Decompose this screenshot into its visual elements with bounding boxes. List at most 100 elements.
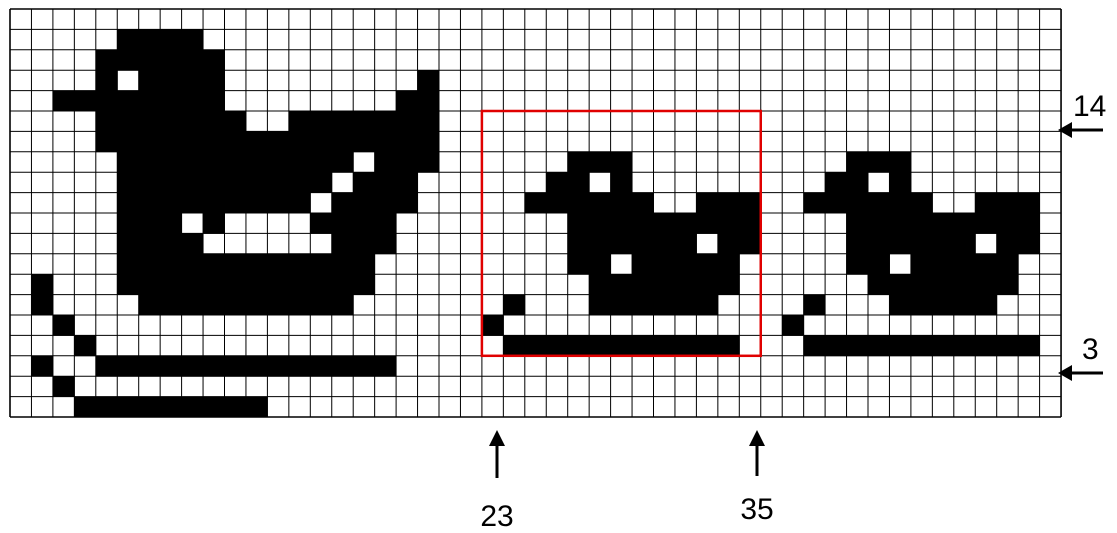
filled-cell [353, 213, 375, 234]
filled-cell [267, 274, 289, 295]
filled-cell [117, 91, 139, 112]
filled-cell [117, 131, 139, 152]
filled-cell [267, 131, 289, 152]
filled-cell [589, 254, 611, 275]
filled-cell [589, 233, 611, 254]
filled-cell [975, 335, 997, 356]
filled-cell [310, 213, 332, 234]
filled-cell [632, 254, 654, 275]
filled-cell [932, 295, 954, 316]
filled-cell [117, 152, 139, 173]
filled-cell [139, 295, 161, 316]
filled-cell [225, 193, 247, 214]
filled-cell [396, 152, 418, 173]
filled-cell [375, 152, 397, 173]
filled-cell [589, 193, 611, 214]
filled-cell [911, 213, 933, 234]
filled-cell [954, 335, 976, 356]
filled-cell [997, 213, 1019, 234]
filled-cell [182, 193, 204, 214]
filled-cell [182, 111, 204, 132]
filled-cell [139, 29, 161, 50]
filled-cell [203, 213, 225, 234]
filled-cell [203, 172, 225, 193]
filled-cell [96, 397, 118, 418]
filled-cell [568, 233, 590, 254]
filled-cell [117, 254, 139, 275]
filled-cell [589, 152, 611, 173]
filled-cell [182, 152, 204, 173]
filled-cell [182, 254, 204, 275]
filled-cell [632, 295, 654, 316]
col-marker-left: 23 [480, 430, 513, 533]
filled-cell [718, 193, 740, 214]
filled-cell [353, 172, 375, 193]
filled-cell [289, 193, 311, 214]
filled-cell [396, 91, 418, 112]
filled-cell [289, 172, 311, 193]
filled-cell [96, 70, 118, 91]
filled-cell [332, 152, 354, 173]
filled-cell [96, 356, 118, 377]
row-marker-top: 14 [1058, 90, 1106, 138]
filled-cell [889, 193, 911, 214]
filled-cell [310, 356, 332, 377]
filled-cell [160, 356, 182, 377]
filled-cell [418, 91, 440, 112]
filled-cell [203, 50, 225, 71]
filled-cell [203, 295, 225, 316]
filled-cell [911, 254, 933, 275]
filled-cell [117, 111, 139, 132]
filled-cell [589, 295, 611, 316]
filled-cell [203, 254, 225, 275]
filled-cell [997, 233, 1019, 254]
filled-cell [739, 233, 761, 254]
filled-cell [589, 213, 611, 234]
filled-cell [160, 213, 182, 234]
filled-cell [632, 193, 654, 214]
filled-cell [117, 50, 139, 71]
filled-cell [139, 172, 161, 193]
filled-cell [182, 274, 204, 295]
filled-cell [246, 254, 268, 275]
filled-cell [975, 193, 997, 214]
filled-cell [932, 213, 954, 234]
filled-cell [954, 213, 976, 234]
filled-cell [696, 254, 718, 275]
filled-cell [675, 335, 697, 356]
filled-cell [654, 213, 676, 234]
filled-cell [117, 233, 139, 254]
filled-cell [997, 274, 1019, 295]
filled-cell [847, 335, 869, 356]
filled-cell [589, 335, 611, 356]
filled-cell [889, 172, 911, 193]
filled-cell [889, 335, 911, 356]
filled-cell [868, 254, 890, 275]
filled-cell [654, 335, 676, 356]
filled-cell [203, 111, 225, 132]
filled-cell [96, 111, 118, 132]
filled-cell [117, 193, 139, 214]
col-left-label: 23 [480, 500, 513, 533]
filled-cell [675, 274, 697, 295]
filled-cell [375, 233, 397, 254]
filled-cell [1018, 213, 1040, 234]
filled-cell [225, 254, 247, 275]
filled-cell [375, 193, 397, 214]
filled-cell [632, 335, 654, 356]
filled-cell [246, 274, 268, 295]
filled-cell [246, 295, 268, 316]
filled-cell [289, 295, 311, 316]
filled-cell [332, 295, 354, 316]
row-marker-bottom: 3 [1058, 333, 1103, 381]
filled-cell [225, 397, 247, 418]
filled-cell [1018, 193, 1040, 214]
filled-cell [568, 152, 590, 173]
col-right-label: 35 [740, 493, 773, 526]
filled-cell [117, 172, 139, 193]
filled-cell [675, 213, 697, 234]
filled-cell [546, 335, 568, 356]
filled-cell [932, 274, 954, 295]
filled-cell [182, 397, 204, 418]
filled-cell [975, 254, 997, 275]
